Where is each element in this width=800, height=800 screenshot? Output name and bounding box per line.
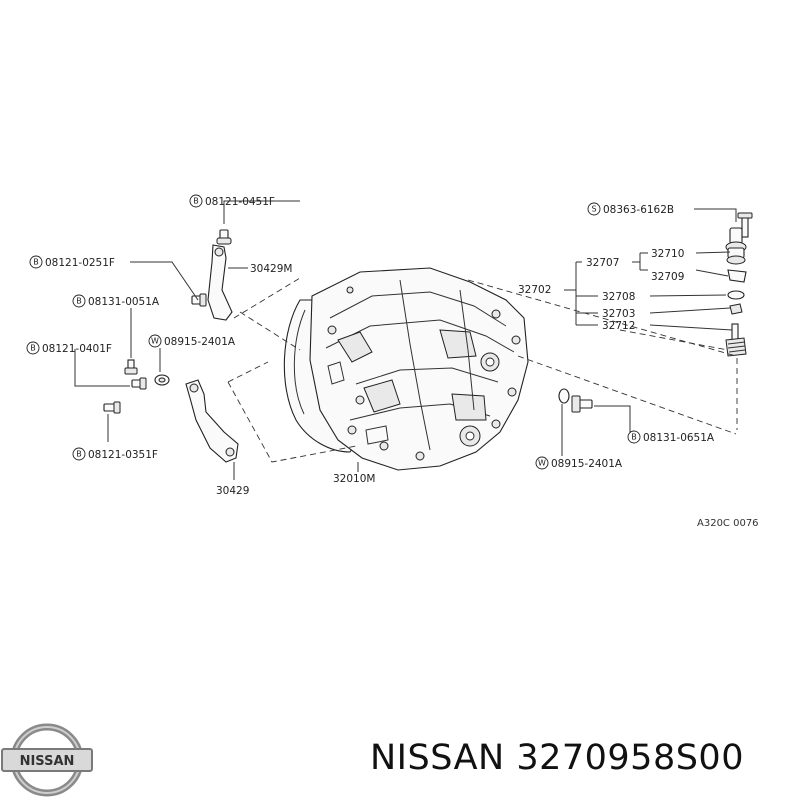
pinion-gear-32712: [725, 323, 747, 357]
part-label-32710: 32710: [651, 248, 684, 260]
washer-08915-2401a-right: [558, 388, 570, 404]
callout-number: 08121-0351F: [88, 449, 158, 461]
callout-prefix: B: [631, 433, 637, 442]
speedometer-pinion-assembly: [725, 212, 753, 430]
washer-08915-2401a-left: [154, 374, 170, 386]
callout-prefix: B: [33, 258, 39, 267]
callout-number: 08131-0051A: [88, 296, 160, 308]
callout-08363-6162b: S 08363-6162B: [587, 202, 674, 216]
callout-prefix: B: [30, 344, 36, 353]
callout-number: 08121-0451F: [205, 196, 275, 208]
callout-number: 08915-2401A: [164, 336, 236, 348]
callout-08121-0451f: B 08121-0451F: [189, 194, 275, 208]
callout-08121-0351f: B 08121-0351F: [72, 447, 158, 461]
callout-prefix: B: [76, 450, 82, 459]
callout-number: 08915-2401A: [551, 458, 623, 470]
callout-08121-0401f: B 08121-0401F: [26, 341, 112, 355]
part-label-32712: 32712: [602, 320, 635, 332]
callout-prefix: B: [76, 297, 82, 306]
callout-number: 08121-0401F: [42, 343, 112, 355]
bolt-08121-0451f: [216, 229, 232, 245]
ring-32703: [729, 303, 743, 315]
callout-08121-0251f: B 08121-0251F: [29, 255, 115, 269]
part-label-30429m: 30429M: [250, 263, 292, 275]
seal-32709: [727, 269, 747, 283]
part-label-32708: 32708: [602, 291, 635, 303]
callout-08915-2401a-left: W 08915-2401A: [148, 334, 236, 348]
callout-08131-0651a: B 08131-0651A: [627, 430, 715, 444]
part-label-32709: 32709: [651, 271, 684, 283]
part-label-32702: 32702: [518, 284, 551, 296]
bolt-08121-0351f: [103, 401, 121, 414]
callout-prefix: W: [538, 459, 546, 468]
diagram-code: A320C 0076: [697, 518, 759, 529]
shift-linkage-assembly: [103, 229, 239, 463]
transaxle-case-32010m: [283, 267, 529, 471]
callout-prefix: B: [193, 197, 199, 206]
callout-08915-2401a-right: W 08915-2401A: [535, 456, 623, 470]
part-label-32707: 32707: [586, 257, 619, 269]
part-label-30429: 30429: [216, 485, 249, 497]
lever-30429m: [207, 244, 233, 321]
leader-lines: [74, 200, 737, 480]
o-ring-32708: [727, 290, 745, 300]
part-label-32010m: 32010M: [333, 473, 375, 485]
bolt-08131-0651a: [571, 395, 593, 413]
brand-title: NISSAN 3270958S00: [370, 738, 744, 778]
callout-prefix: W: [151, 337, 159, 346]
bolt-08363-6162b: [737, 212, 753, 238]
bolt-08121-0251f: [191, 293, 207, 307]
callout-08131-0051a: B 08131-0051A: [72, 294, 160, 308]
nissan-logo: NISSAN: [1, 723, 93, 797]
callout-prefix: S: [591, 205, 596, 214]
bolt-08121-0401f: [131, 377, 147, 390]
bolt-08131-0051a: [124, 359, 138, 375]
lever-30429: [185, 379, 239, 463]
part-label-32703: 32703: [602, 308, 635, 320]
callout-number: 08121-0251F: [45, 257, 115, 269]
logo-wordmark: NISSAN: [20, 754, 75, 769]
sleeve-32710: [725, 227, 747, 265]
callout-number: 08363-6162B: [603, 204, 674, 216]
callout-number: 08131-0651A: [643, 432, 715, 444]
